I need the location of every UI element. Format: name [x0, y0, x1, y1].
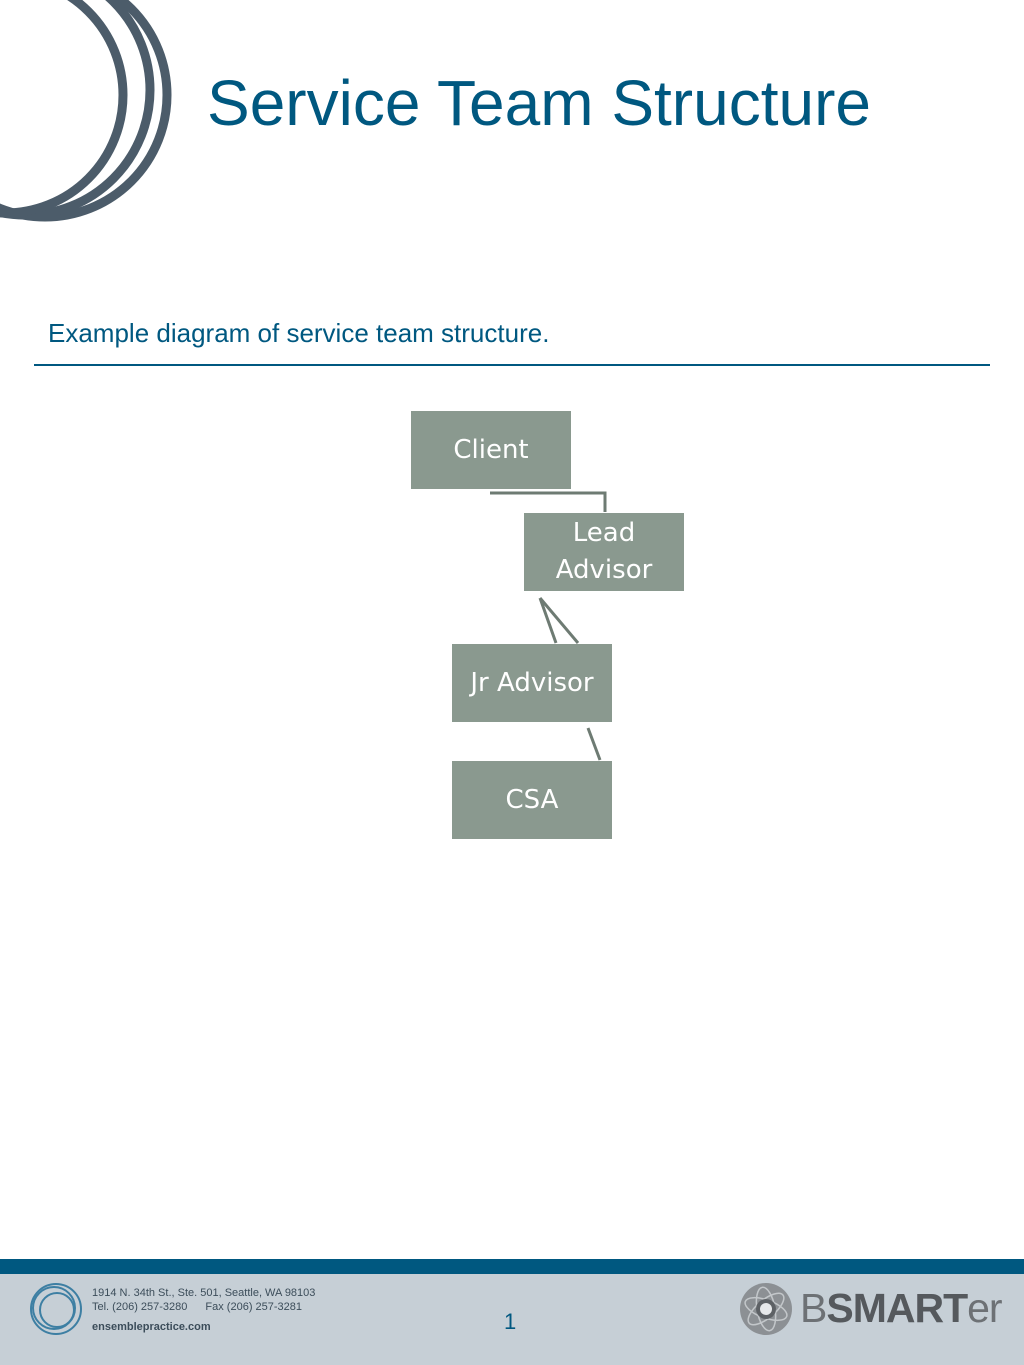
concentric-rings-icon — [30, 1283, 82, 1335]
node-csa: CSA — [452, 761, 612, 839]
node-jr-advisor: Jr Advisor — [452, 644, 612, 722]
footer-address: 1914 N. 34th St., Ste. 501, Seattle, WA … — [92, 1287, 316, 1299]
page-number: 1 — [504, 1309, 517, 1334]
title-divider — [34, 364, 990, 366]
footer-accent-band — [0, 1259, 1024, 1274]
connector-lead-advisor-jr-advisor — [538, 597, 580, 644]
node-client: Client — [411, 411, 571, 489]
page-title: Service Team Structure — [207, 67, 871, 139]
connector-client-lead-advisor — [490, 491, 607, 512]
brand-suffix: er — [967, 1285, 1002, 1331]
node-lead-advisor: Lead Advisor — [524, 513, 684, 591]
connector-jr-advisor-csa — [586, 727, 602, 761]
footer-website-link[interactable]: ensemblepractice.com — [92, 1321, 211, 1333]
footer — [0, 1274, 1024, 1365]
page-subtitle: Example diagram of service team structur… — [48, 318, 550, 348]
brand-strong: SMART — [826, 1285, 968, 1331]
corner-rings-icon — [0, 0, 172, 222]
footer-tel: Tel. (206) 257-3280 — [92, 1301, 188, 1313]
footer-phone-line: Tel. (206) 257-3280 Fax (206) 257-3281 — [92, 1301, 302, 1313]
footer-fax: Fax (206) 257-3281 — [205, 1301, 303, 1313]
brand-prefix: B — [800, 1285, 827, 1331]
brand-wordmark: BSMARTer — [800, 1285, 1003, 1332]
spiral-sphere-icon — [740, 1283, 792, 1335]
